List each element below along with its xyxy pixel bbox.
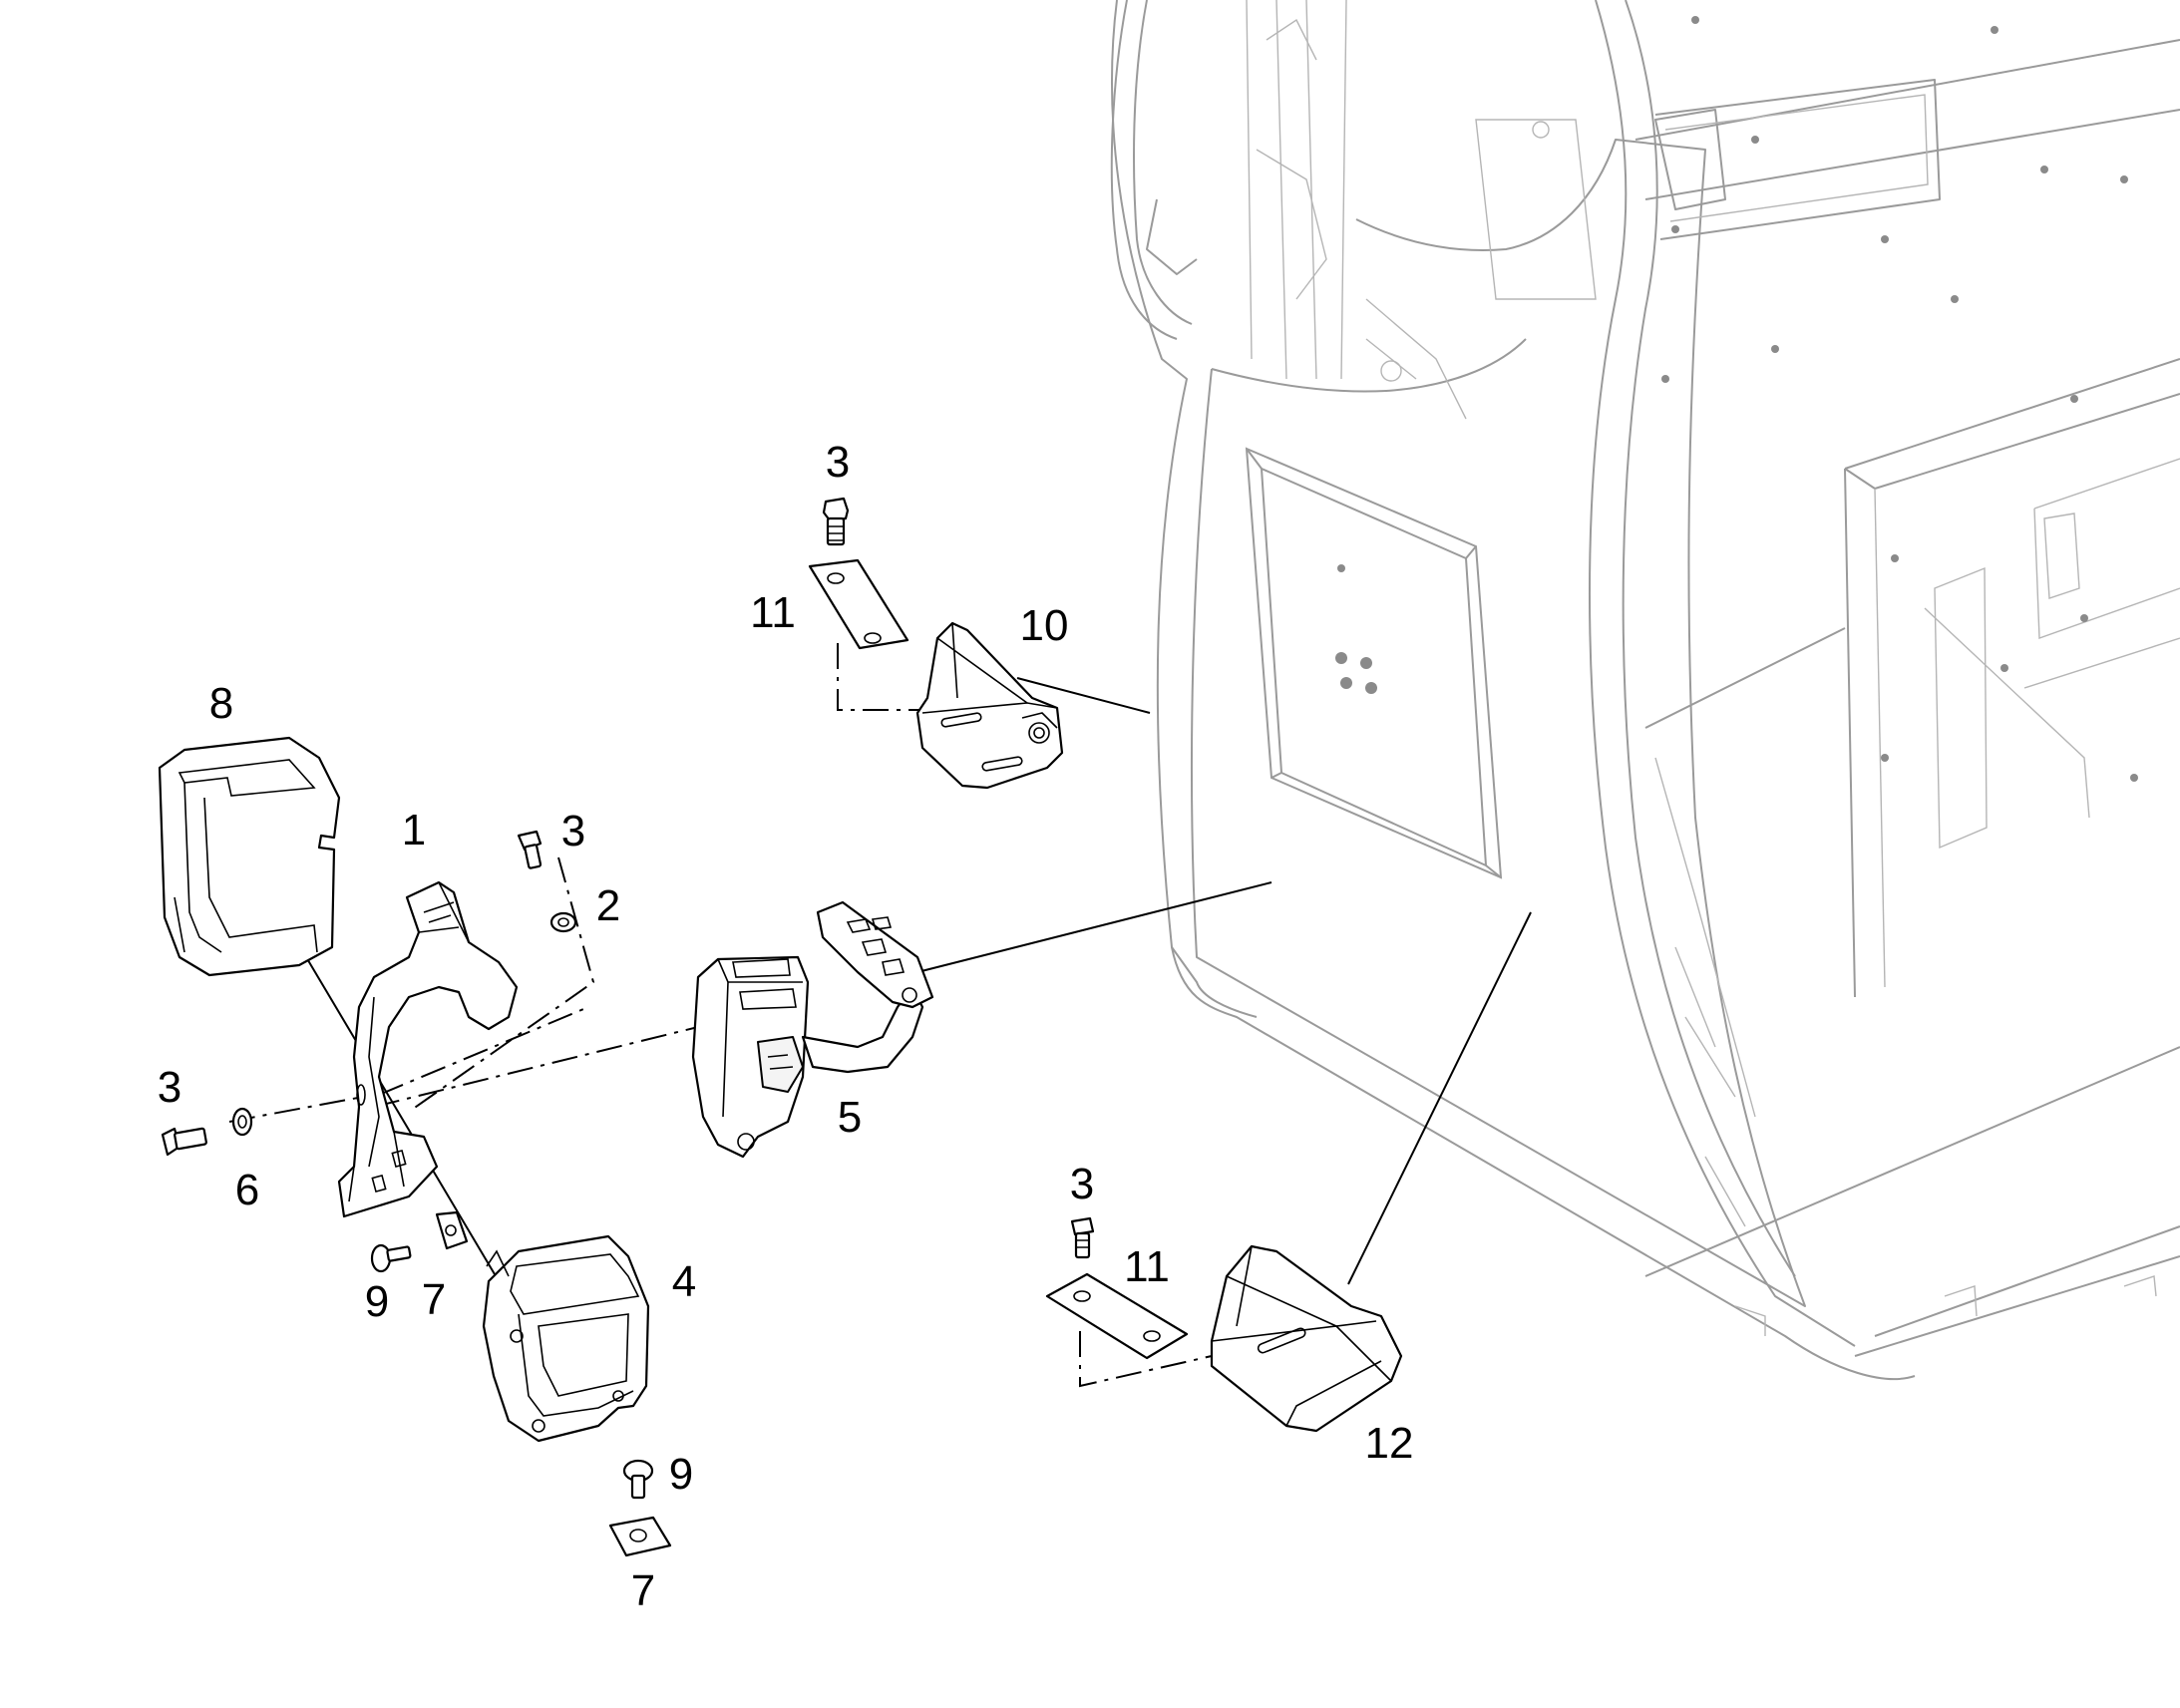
callout-7-upper: 7	[422, 1275, 446, 1324]
part-11-plate-upper	[808, 558, 909, 650]
callout-10: 10	[1020, 601, 1069, 650]
part-10-step-bracket	[915, 621, 1064, 790]
bolt-3-mid	[517, 830, 543, 869]
part-4-housing	[482, 1234, 650, 1443]
callout-12: 12	[1365, 1419, 1414, 1468]
part-11-plate-lower	[1045, 1272, 1189, 1360]
callout-3-upper: 3	[826, 438, 850, 487]
callout-8: 8	[209, 679, 233, 728]
screw-9-lower	[622, 1459, 654, 1500]
callout-4: 4	[672, 1257, 696, 1306]
clip-nut-7-lower	[608, 1516, 672, 1557]
callout-labels: 1 2 3 3 3 3 4 5 6 7 7 8 9 9 10 11 11 12	[158, 438, 1414, 1615]
bolt-3-lower	[1070, 1216, 1095, 1259]
clip-nut-7-upper	[435, 1210, 469, 1250]
screw-9-upper	[370, 1243, 412, 1273]
callout-9-upper: 9	[365, 1277, 389, 1326]
callout-3-left: 3	[158, 1063, 182, 1112]
callout-1: 1	[402, 806, 426, 854]
part-5-mirror-head	[691, 900, 934, 1159]
bolt-3-left	[161, 1127, 207, 1157]
washer-6	[231, 1107, 253, 1137]
callout-5: 5	[838, 1093, 862, 1142]
callout-3-lower: 3	[1070, 1160, 1094, 1208]
fasteners	[161, 497, 1095, 1557]
callout-11-upper: 11	[750, 588, 796, 637]
callout-11-lower: 11	[1124, 1242, 1170, 1291]
part-8-cover	[158, 736, 341, 977]
callout-2: 2	[596, 881, 620, 930]
washer-2	[549, 911, 577, 933]
cabin-background	[1110, 0, 2180, 1380]
part-12-step	[1210, 1244, 1403, 1433]
callout-9-lower: 9	[669, 1450, 693, 1499]
callout-3-mid: 3	[561, 807, 585, 855]
callout-6: 6	[235, 1166, 259, 1214]
part-1-bracket	[337, 880, 519, 1218]
bolt-3-upper	[822, 497, 850, 546]
callout-7-lower: 7	[631, 1566, 655, 1615]
